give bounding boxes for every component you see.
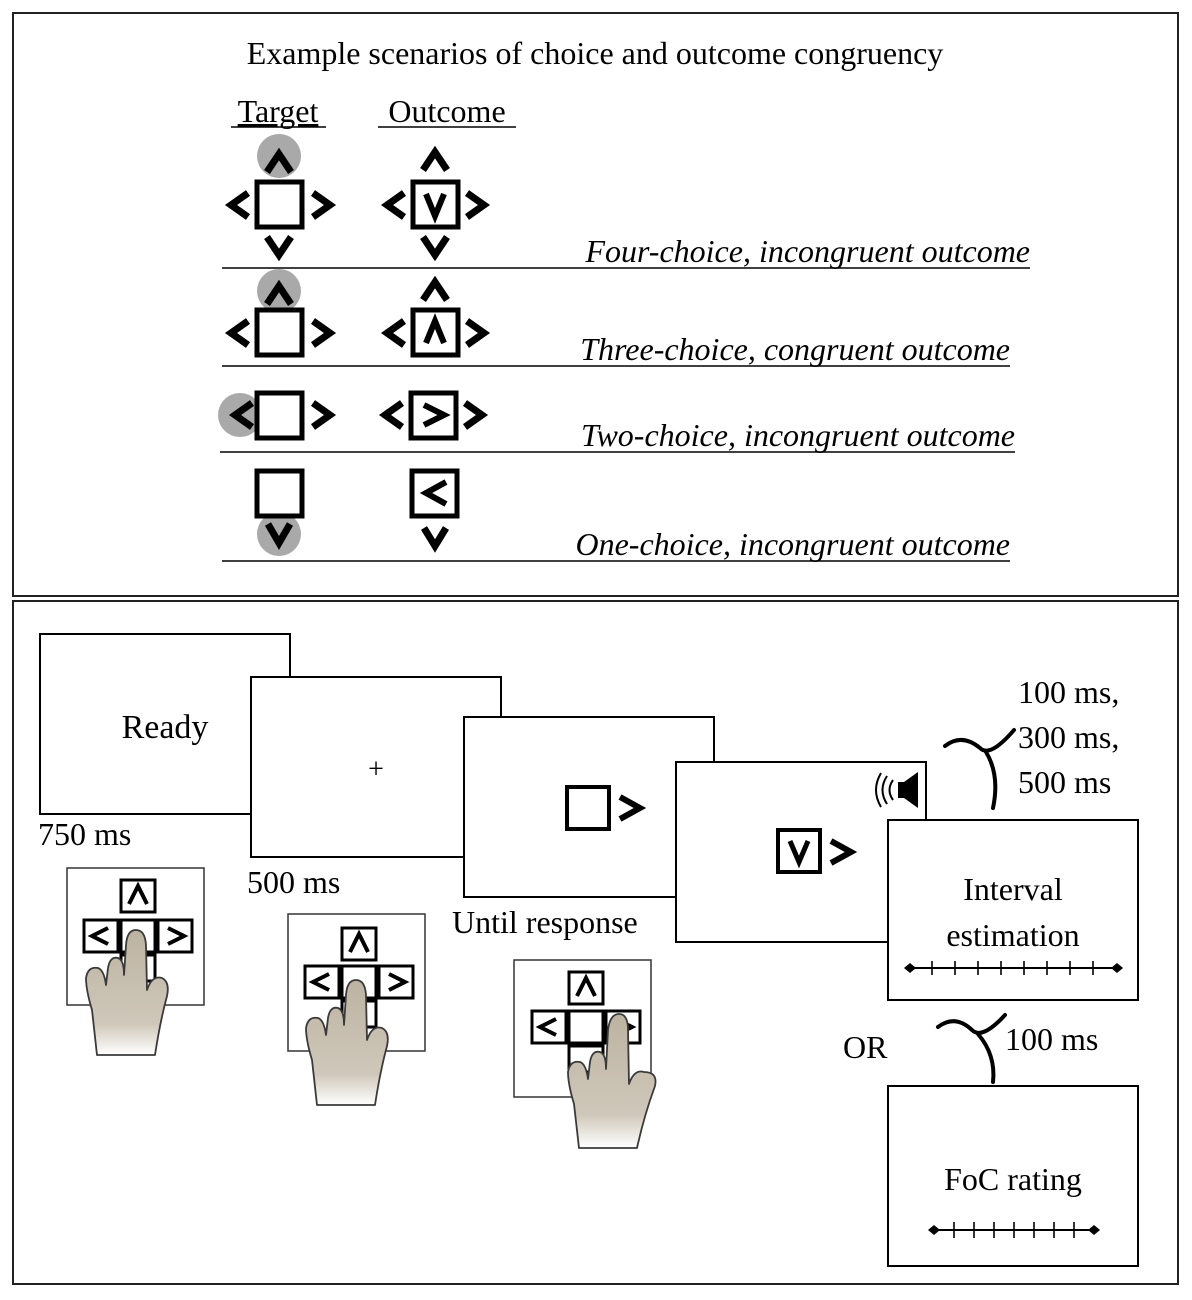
chevron-right-icon <box>167 926 189 946</box>
chevron-right-icon <box>310 190 337 220</box>
chevron-up-icon <box>264 279 294 306</box>
chevron-up-icon <box>348 929 370 953</box>
target-duration: Until response <box>452 904 638 940</box>
chevron-right-icon <box>422 402 451 428</box>
chevron-left-icon <box>224 190 251 220</box>
chevron-up-icon <box>420 275 450 302</box>
delay-brace-lower <box>984 750 998 810</box>
fixation-screen <box>250 676 502 858</box>
chevron-right-icon <box>464 190 491 220</box>
column-header-target: Target <box>238 93 319 129</box>
chevron-down-icon <box>423 192 447 224</box>
delay-brace-upper <box>943 728 1016 753</box>
chevron-right-icon <box>462 400 489 430</box>
interval-label-line2: estimation <box>946 917 1079 953</box>
hand-icon <box>305 979 389 1106</box>
speaker-icon <box>875 772 918 808</box>
chevron-up-icon <box>575 973 597 997</box>
scenarios-panel-frame <box>12 12 1179 597</box>
chevron-up-icon <box>420 145 450 172</box>
hand-icon <box>567 1013 657 1149</box>
chevron-down-icon <box>787 840 811 869</box>
foc-label: FoC rating <box>944 1161 1082 1197</box>
chevron-right-icon <box>464 318 491 348</box>
row2-label: Three-choice, congruent outcome <box>580 331 1010 367</box>
row2-outcome-stimulus <box>380 275 491 358</box>
chevron-right-icon <box>829 838 858 866</box>
chevron-down-icon <box>264 522 294 550</box>
chevron-left-icon <box>228 400 255 430</box>
column-header-outcome: Outcome <box>388 93 505 129</box>
row3-outcome-stimulus <box>378 390 489 441</box>
ready-duration: 750 ms <box>38 816 131 852</box>
ready-screen <box>39 633 291 815</box>
interval-scale <box>904 961 1123 975</box>
chevron-left-icon <box>535 1017 557 1037</box>
row2-target-stimulus <box>224 279 337 358</box>
or-label: OR <box>843 1029 888 1065</box>
chevron-up-icon <box>423 313 447 345</box>
ready-text: Ready <box>122 709 209 746</box>
scenarios-title: Example scenarios of choice and outcome … <box>247 35 944 71</box>
delay-option-2: 300 ms, <box>1018 719 1119 755</box>
row4-target-stimulus <box>254 468 305 550</box>
foc-brace-upper <box>936 1013 1007 1035</box>
chevron-right-icon <box>618 794 647 822</box>
fixation-cross: + <box>368 754 384 785</box>
chevron-right-icon <box>310 318 337 348</box>
row1-outcome-stimulus <box>380 145 491 262</box>
chevron-left-icon <box>380 190 407 220</box>
chevron-down-icon <box>420 235 450 262</box>
chevron-left-icon <box>308 972 330 992</box>
delay-option-3: 500 ms <box>1018 764 1111 800</box>
foc-delay: 100 ms <box>1005 1021 1098 1057</box>
row1-target-stimulus <box>224 147 337 262</box>
row3-target-stimulus <box>228 390 337 441</box>
row3-label: Two-choice, incongruent outcome <box>581 417 1015 453</box>
trial-panel-frame <box>12 600 1179 1285</box>
chevron-down-icon <box>421 526 449 553</box>
chevron-up-icon <box>127 881 149 905</box>
foc-brace-lower <box>976 1032 996 1084</box>
fixation-duration: 500 ms <box>247 864 340 900</box>
interval-estimation-screen <box>887 819 1139 1001</box>
hand-icon <box>85 929 169 1056</box>
delay-option-1: 100 ms, <box>1018 674 1119 710</box>
chevron-right-icon <box>310 400 337 430</box>
foc-scale <box>928 1222 1100 1238</box>
row4-outcome-stimulus <box>409 468 460 553</box>
chevron-left-icon <box>378 400 405 430</box>
target-box <box>565 785 611 831</box>
chevron-up-icon <box>264 147 294 174</box>
foc-rating-screen <box>887 1085 1139 1267</box>
chevron-right-icon <box>388 972 410 992</box>
row4-label: One-choice, incongruent outcome <box>575 526 1010 562</box>
chevron-left-icon <box>380 318 407 348</box>
chevron-left-icon <box>87 926 109 946</box>
highlight-circle-row4 <box>257 512 301 556</box>
row1-label: Four-choice, incongruent outcome <box>584 233 1030 269</box>
interval-label-line1: Interval <box>963 871 1063 907</box>
chevron-left-icon <box>224 318 251 348</box>
chevron-left-icon <box>419 479 448 507</box>
chevron-down-icon <box>264 235 294 262</box>
